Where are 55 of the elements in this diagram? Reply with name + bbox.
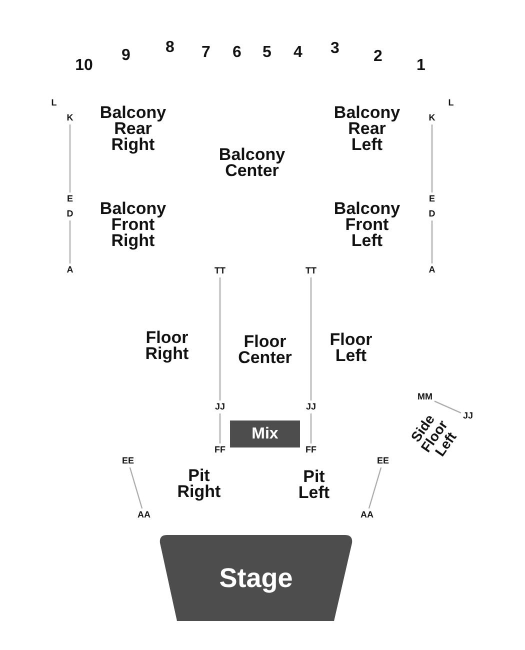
section-label: Floor Center: [238, 334, 292, 366]
section-label: Balcony Rear Right: [100, 105, 166, 153]
row-label: L: [448, 98, 454, 108]
row-label: TT: [306, 266, 316, 276]
section-label: Balcony Rear Left: [334, 105, 400, 153]
row-label: JJ: [215, 402, 225, 412]
row-line: [310, 278, 312, 400]
row-line: [431, 124, 433, 192]
row-label: AA: [360, 510, 374, 520]
row-line: [431, 220, 433, 264]
row-line: [219, 414, 221, 444]
row-label: E: [67, 194, 73, 204]
column-number: 9: [122, 48, 130, 64]
section-label: Floor Left: [330, 332, 372, 364]
section-label: Balcony Front Left: [334, 201, 400, 249]
section-label: Pit Right: [177, 468, 221, 500]
row-line: [368, 467, 382, 509]
section-label: Pit Left: [298, 469, 330, 501]
mix-box: Mix: [230, 420, 300, 448]
section-label: Balcony Center: [218, 147, 286, 179]
row-label: EE: [377, 456, 389, 466]
row-label: FF: [214, 446, 226, 454]
row-line: [69, 124, 71, 192]
row-line: [219, 278, 221, 400]
column-number: 8: [166, 40, 174, 56]
row-label: K: [66, 114, 74, 122]
column-number: 3: [330, 41, 340, 57]
row-line: [129, 467, 143, 509]
column-number: 10: [75, 58, 93, 74]
column-number: 7: [202, 45, 210, 61]
section-label: Floor Right: [145, 330, 189, 362]
row-label: FF: [306, 446, 316, 454]
column-number: 1: [416, 58, 426, 74]
row-label: JJ: [463, 412, 473, 420]
column-number: 2: [374, 49, 382, 65]
row-label: E: [429, 194, 435, 204]
section-label: Balcony Front Right: [100, 201, 166, 249]
row-label: D: [428, 210, 436, 218]
row-label: K: [428, 114, 436, 122]
row-label: TT: [214, 266, 226, 276]
column-number: 5: [262, 45, 272, 61]
row-line: [69, 220, 71, 264]
row-line: [310, 414, 312, 444]
row-label: JJ: [306, 402, 316, 412]
column-number: 6: [232, 45, 242, 61]
column-number: 4: [294, 45, 302, 61]
row-line: [434, 400, 462, 414]
row-label: MM: [418, 392, 432, 402]
row-label: A: [66, 266, 74, 274]
row-label: A: [428, 266, 436, 274]
row-label: AA: [138, 510, 150, 520]
stage: Stage: [159, 535, 353, 621]
row-label: L: [51, 98, 57, 108]
row-label: D: [66, 210, 74, 218]
row-label: EE: [122, 456, 134, 466]
